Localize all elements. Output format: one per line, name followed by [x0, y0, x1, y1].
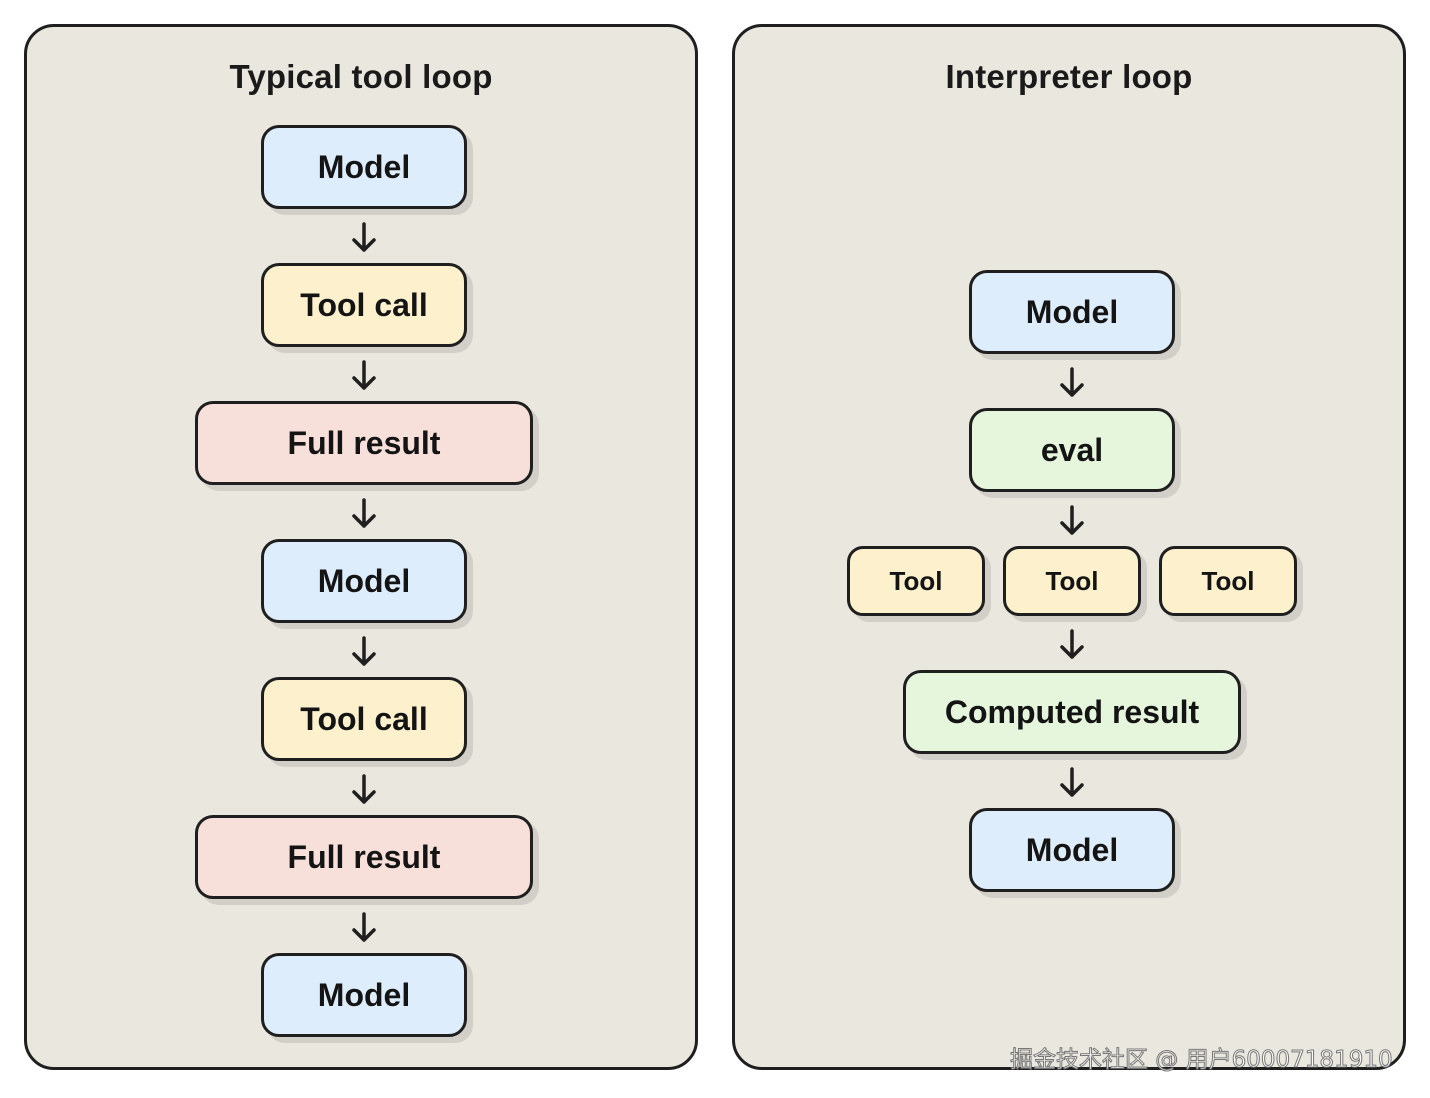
- model-node: Model: [261, 953, 467, 1037]
- interpreter-loop-panel: Interpreter loop Model eval Tool Tool To…: [732, 24, 1406, 1070]
- tool-call-node: Tool call: [261, 263, 467, 347]
- down-arrow-icon: [352, 360, 376, 390]
- computed-result-node: Computed result: [903, 670, 1241, 754]
- full-result-node: Full result: [195, 815, 533, 899]
- watermark-text: 掘金技术社区 @ 用户60007181910: [1010, 1047, 1394, 1074]
- model-node: Model: [261, 125, 467, 209]
- tool-call-node: Tool call: [261, 677, 467, 761]
- panel-title: Typical tool loop: [229, 58, 493, 95]
- typical-tool-loop-panel: Typical tool loop Model Tool call Full r…: [24, 24, 698, 1070]
- down-arrow-icon: [352, 912, 376, 942]
- full-result-node: Full result: [195, 401, 533, 485]
- down-arrow-icon: [1060, 505, 1084, 535]
- down-arrow-icon: [1060, 629, 1084, 659]
- model-node: Model: [969, 808, 1175, 892]
- down-arrow-icon: [1060, 367, 1084, 397]
- down-arrow-icon: [1060, 767, 1084, 797]
- tool-node: Tool: [1159, 546, 1297, 616]
- down-arrow-icon: [352, 222, 376, 252]
- tool-node: Tool: [847, 546, 985, 616]
- model-node: Model: [969, 270, 1175, 354]
- down-arrow-icon: [352, 774, 376, 804]
- down-arrow-icon: [352, 636, 376, 666]
- eval-node: eval: [969, 408, 1175, 492]
- tool-node: Tool: [1003, 546, 1141, 616]
- down-arrow-icon: [352, 498, 376, 528]
- panel-title: Interpreter loop: [945, 58, 1193, 95]
- model-node: Model: [261, 539, 467, 623]
